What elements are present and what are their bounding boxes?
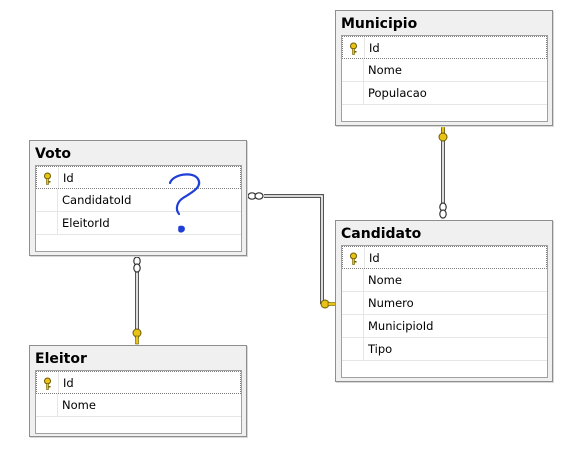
primary-key-icon bbox=[44, 377, 51, 390]
column-row-municipioid[interactable]: MunicipioId bbox=[342, 315, 547, 338]
column-label: Id bbox=[369, 251, 380, 265]
many-end-icon bbox=[439, 202, 447, 219]
column-label: Nome bbox=[368, 63, 402, 77]
column-row-candidatoid[interactable]: CandidatoId bbox=[36, 189, 241, 212]
relationship-voto-candidato[interactable] bbox=[247, 192, 337, 309]
table-title: Candidato bbox=[341, 226, 422, 242]
column-label: Id bbox=[63, 376, 74, 390]
column-row-tipo[interactable]: Tipo bbox=[342, 338, 547, 361]
table-voto[interactable]: Voto Id CandidatoId EleitorId bbox=[29, 140, 247, 256]
column-label: Populacao bbox=[368, 86, 427, 100]
column-label: Nome bbox=[62, 398, 96, 412]
primary-key-icon bbox=[44, 172, 51, 185]
column-row-id[interactable]: Id bbox=[342, 246, 547, 269]
handwritten-question-mark-icon bbox=[168, 173, 201, 233]
column-row-id[interactable]: Id bbox=[36, 371, 241, 394]
column-label: MunicipioId bbox=[368, 319, 434, 333]
column-row-nome[interactable]: Nome bbox=[342, 269, 547, 292]
primary-key-icon bbox=[350, 252, 357, 265]
one-end-key-icon bbox=[320, 299, 337, 309]
table-municipio[interactable]: Municipio Id Nome Populacao bbox=[335, 10, 553, 126]
column-label: Id bbox=[369, 41, 380, 55]
column-row-id[interactable]: Id bbox=[36, 166, 241, 189]
one-end-key-icon bbox=[132, 328, 142, 345]
primary-key-icon bbox=[350, 42, 357, 55]
table-title: Eleitor bbox=[35, 351, 87, 367]
relationship-municipio-candidato[interactable] bbox=[438, 124, 448, 219]
column-label: EleitorId bbox=[62, 216, 110, 230]
table-title: Voto bbox=[35, 146, 71, 162]
table-title: Municipio bbox=[341, 16, 418, 32]
column-row-id[interactable]: Id bbox=[342, 36, 547, 59]
table-candidato[interactable]: Candidato Id Nome Numero MunicipioId Tip… bbox=[335, 220, 553, 382]
many-end-icon bbox=[247, 192, 264, 200]
column-label: Id bbox=[63, 171, 74, 185]
many-end-icon bbox=[133, 256, 141, 273]
column-row-nome[interactable]: Nome bbox=[36, 394, 241, 417]
column-label: Nome bbox=[368, 273, 402, 287]
column-label: Tipo bbox=[368, 342, 393, 356]
one-end-key-icon bbox=[438, 124, 448, 142]
column-row-populacao[interactable]: Populacao bbox=[342, 82, 547, 105]
column-label: CandidatoId bbox=[62, 193, 132, 207]
column-row-eleitorid[interactable]: EleitorId bbox=[36, 212, 241, 235]
column-row-nome[interactable]: Nome bbox=[342, 59, 547, 82]
table-eleitor[interactable]: Eleitor Id Nome bbox=[29, 345, 247, 437]
column-label: Numero bbox=[368, 296, 414, 310]
relationship-voto-eleitor[interactable] bbox=[132, 256, 142, 345]
column-row-numero[interactable]: Numero bbox=[342, 292, 547, 315]
